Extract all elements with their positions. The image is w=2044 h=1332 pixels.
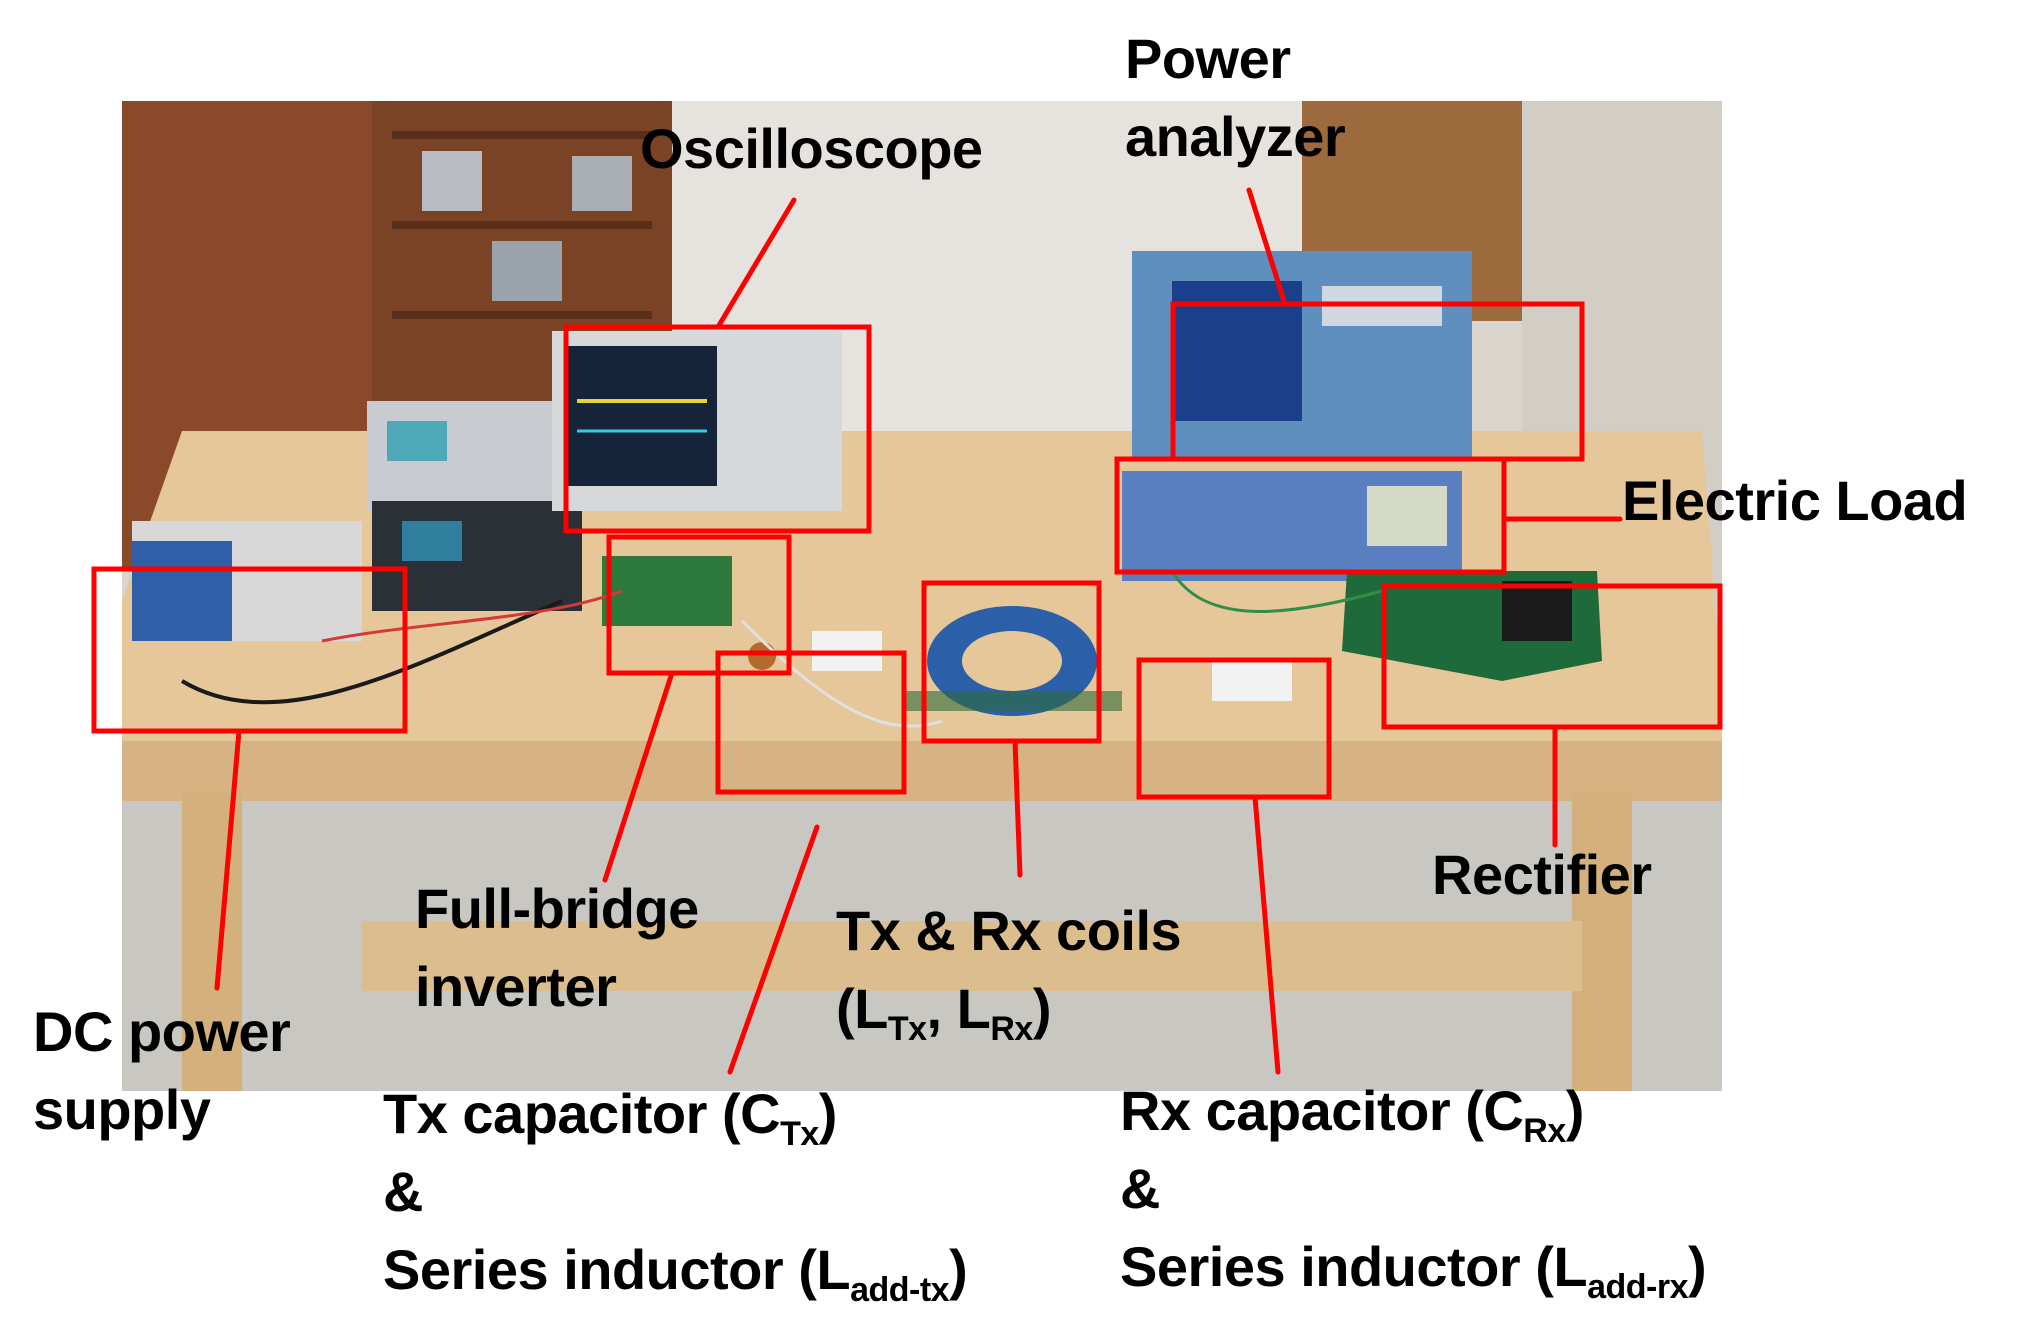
label-tx-rx-coils: Tx & Rx coils (LTx, LRx) (836, 899, 1182, 1048)
label-electric-load: Electric Load (1622, 469, 1968, 532)
label-rx-capacitor-inductor: Rx capacitor (CRx) & Series inductor (La… (1120, 1079, 1707, 1306)
label-tx-capacitor-inductor: Tx capacitor (CTx) & Series inductor (La… (383, 1082, 968, 1309)
label-rectifier: Rectifier (1432, 843, 1652, 906)
label-dc-power-supply: DC power supply (33, 1000, 291, 1141)
label-power-analyzer: Power analyzer (1125, 27, 1346, 168)
label-full-bridge-inverter: Full-bridge inverter (415, 877, 699, 1018)
label-oscilloscope: Oscilloscope (640, 117, 983, 180)
